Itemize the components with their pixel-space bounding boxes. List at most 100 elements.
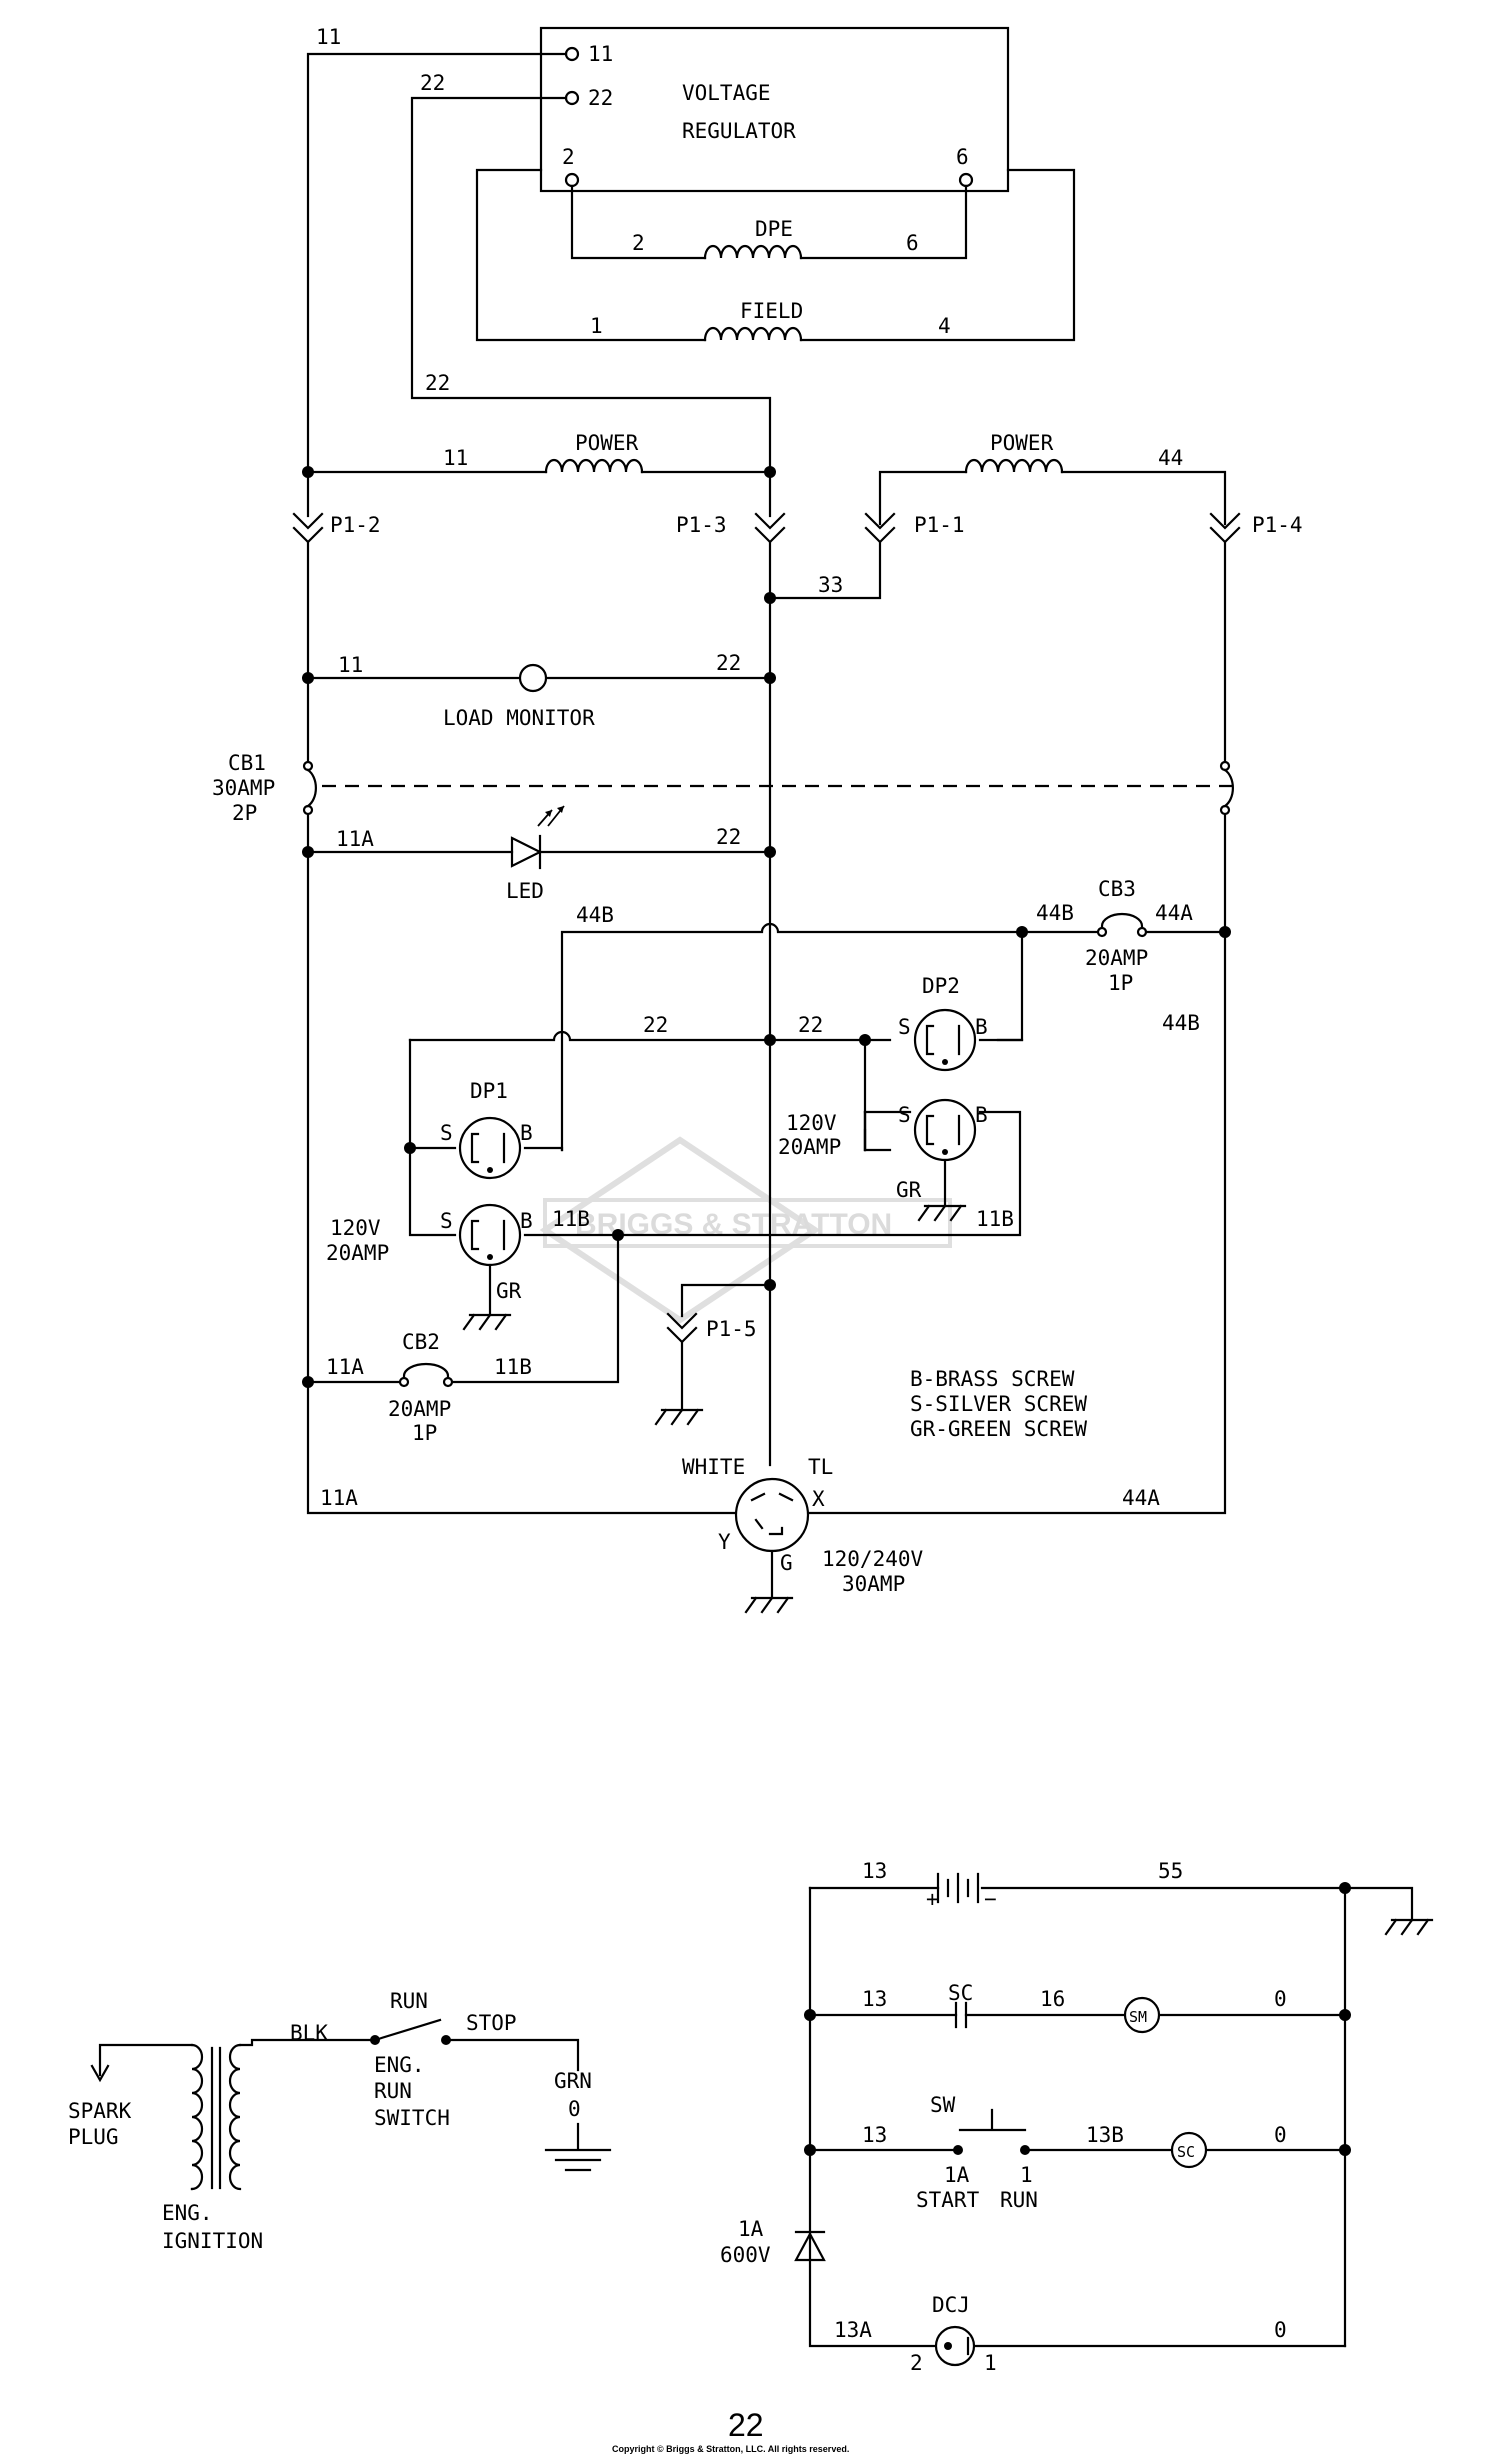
cb2-breaker: 11A 11B CB2 20AMP 1P [306,1330,532,1445]
dp1-s-top: S [440,1121,453,1145]
led-wire-22-label: 22 [716,825,741,849]
regulator-title-2: REGULATOR [682,119,796,143]
dp1-b-bottom: B [520,1209,533,1233]
field-right-label: 4 [938,314,951,338]
sc-zero: 0 [1274,2123,1287,2147]
dp2-b-bottom: B [975,1103,988,1127]
battery-plus: + [926,1887,939,1911]
dp1-volts: 120V [330,1216,381,1240]
screw-legend: B-BRASS SCREW S-SILVER SCREW GR-GREEN SC… [910,1367,1087,1441]
switch-label: SWITCH [374,2106,450,2130]
terminal-22-label: 22 [588,86,613,110]
junction-dots [302,466,1231,1388]
eng-ign-1: ENG. [162,2201,213,2225]
load-monitor: 11 22 LOAD MONITOR [306,651,772,730]
tl-tl-label: TL [808,1455,833,1479]
battery-minus: − [984,1887,997,1911]
dp2-volts: 120V [786,1111,837,1135]
page-number: 22 [728,2407,764,2443]
diode-600v: 600V [720,2243,771,2267]
dpe-left-label: 2 [632,231,645,255]
cb2-rating: 20AMP [388,1397,451,1421]
terminal-2 [564,172,580,188]
p1-3-label: P1-3 [676,513,727,537]
p1-5-label: P1-5 [706,1317,757,1341]
wire-11-power-label: 11 [443,446,468,470]
cb2-wire-11a-label: 11A [326,1355,364,1379]
twistlock-receptacle: WHITE TL X Y G 120/240V 30AMP 11A 44A [320,1455,1160,1614]
dp2-duplex-outlet: DP2 S B S B 120V 20AMP GR 11B [768,974,1022,1237]
engine-ignition: SPARK PLUG BLK RUN STOP ENG. RUN SWITCH … [68,1989,612,2253]
sw-1-label: 1 [1020,2163,1033,2187]
sw-wire-13: 13 [862,2123,887,2147]
legend-line-1: B-BRASS SCREW [910,1367,1075,1391]
cb3-breaker: 44B 44A CB3 20AMP 1P 44B [1020,877,1227,1035]
load-monitor-label: LOAD MONITOR [443,706,595,730]
cb2-poles: 1P [412,1421,437,1445]
dp1-duplex-outlet: DP1 S B S B 120V 20AMP GR 11B [326,1038,772,1331]
p1-1-label: P1-1 [914,513,965,537]
led-label: LED [506,879,544,903]
terminal-6 [958,172,974,188]
tl-y-label: Y [718,1530,731,1554]
stop-label: STOP [466,2011,517,2035]
dp1-wire-11b-label: 11B [552,1207,590,1231]
dcj-n2: 2 [910,2351,923,2375]
cb1-name: CB1 [228,751,266,775]
dp1-name: DP1 [470,1079,508,1103]
diode-1a: 1A [738,2217,764,2241]
wire-44-label: 44 [1158,446,1183,470]
cb1-breaker: CB1 30AMP 2P [212,751,1236,825]
bat-wire-13: 13 [862,1859,887,1883]
dp2-gr: GR [896,1178,922,1202]
cb3-name: CB3 [1098,877,1136,901]
cb2-name: CB2 [402,1330,440,1354]
field-label: FIELD [740,299,803,323]
dp2-s-bottom: S [898,1103,911,1127]
dp2-wire-11b-label: 11B [976,1207,1014,1231]
starter-circuit: + − 13 55 SM 13 SC 16 0 SC 13 SW 13B 1A … [720,1859,1434,2375]
led: 11A 22 LED [306,805,772,903]
cb3-poles: 1P [1108,971,1133,995]
terminal-2-label: 2 [562,145,575,169]
wire-22-top-label: 22 [420,71,445,95]
power-winding-1: POWER 11 [306,431,772,474]
eng-label: ENG. [374,2053,425,2077]
grn-zero-label: 0 [568,2097,581,2121]
p1-2-label: P1-2 [330,513,381,537]
sc-contact-label: SC [948,1981,973,2005]
dp2-amps: 20AMP [778,1135,841,1159]
cb2-wire-11b-label: 11B [494,1355,532,1379]
copyright: Copyright © Briggs & Stratton, LLC. All … [612,2444,849,2454]
lm-wire-11-label: 11 [338,653,363,677]
blk-label: BLK [290,2021,328,2045]
sm-zero: 0 [1274,1987,1287,2011]
led-wire-11a-label: 11A [336,827,374,851]
terminal-6-label: 6 [956,145,969,169]
cb3-wire-44a-label: 44A [1155,901,1193,925]
tl-rating-1: 120/240V [822,1547,924,1571]
sm-label: SM [1129,2008,1147,2026]
run-label: RUN [390,1989,428,2013]
power-winding-2: POWER 44 [878,431,1227,526]
dp-wire-22-left-label: 22 [643,1013,668,1037]
cb1-rating: 30AMP [212,776,275,800]
terminal-22 [564,90,580,106]
sw-label: SW [930,2093,956,2117]
plug-p1-4: P1-4 [1209,512,1303,544]
power-1-label: POWER [575,431,639,455]
bat-wire-55: 55 [1158,1859,1183,1883]
voltage-regulator: VOLTAGE REGULATOR 11 22 2 6 [539,26,1010,193]
sw-1a-label: 1A [944,2163,970,2187]
wire-33-label: 33 [818,573,843,597]
field-winding: FIELD 1 4 [475,168,1076,342]
run-label-sw: RUN [1000,2188,1038,2212]
watermark: BRIGGS & STRATTON [539,1136,952,1324]
run2-label: RUN [374,2079,412,2103]
dp1-b-top: B [520,1121,533,1145]
legend-line-2: S-SILVER SCREW [910,1392,1087,1416]
tl-x-label: X [812,1487,825,1511]
grn-label: GRN [554,2069,592,2093]
